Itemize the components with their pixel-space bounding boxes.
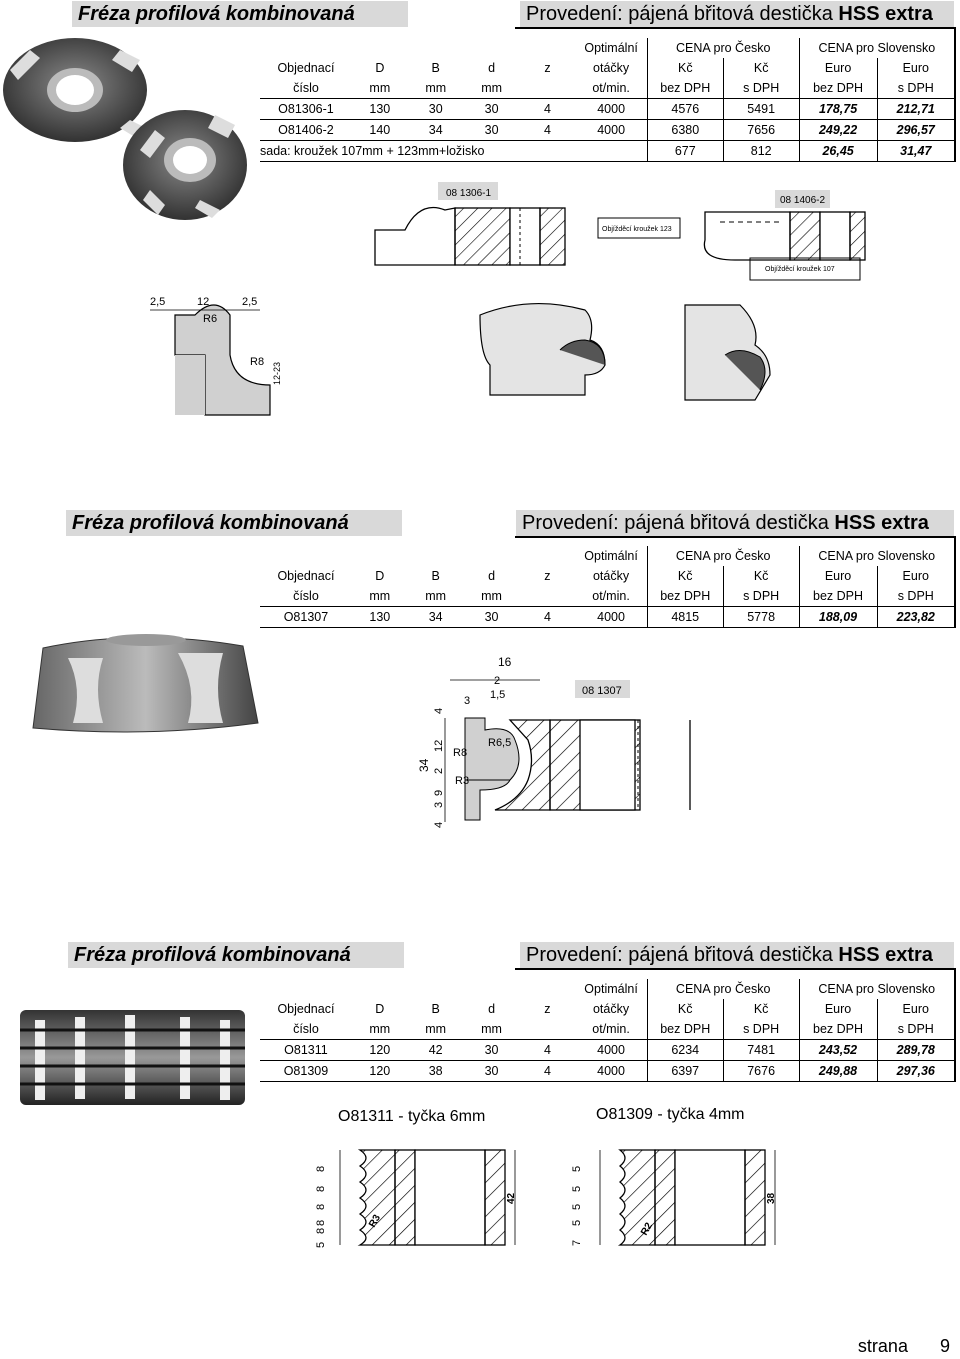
dim-38: 38 (766, 1192, 777, 1204)
dim-34: 34 (417, 758, 431, 772)
section1-profile-dims: 2,5 12 2,5 R6 R8 12-23 (150, 296, 282, 416)
dim-16: 16 (498, 655, 512, 669)
dim-4-top: 4 (433, 708, 445, 714)
dim-5: 5 (571, 1186, 583, 1192)
dim-r6: R6 (203, 313, 217, 325)
cutter-photo-3 (20, 1010, 245, 1105)
dim-2-side: 2 (433, 768, 445, 774)
dim-2-5-right: 2,5 (242, 296, 257, 308)
right-drawing-title: O81309 - tyčka 4mm (596, 1106, 745, 1123)
cutter-photo-1 (3, 38, 247, 220)
section1-rule (515, 27, 955, 29)
dim-12-23: 12-23 (272, 362, 282, 385)
section2-table: Optimální CENA pro Česko CENA pro Sloven… (260, 546, 956, 628)
section3-left-drawing: 8 8 8 8 8 5 R3 42 (315, 1149, 517, 1248)
dim-4-bottom: 4 (433, 822, 445, 828)
page-label: strana (857, 1336, 908, 1356)
cutter-photo-2 (32, 634, 259, 733)
section2-rule (515, 536, 955, 538)
dim-2: 2 (494, 675, 500, 687)
dim-5: 5 (571, 1220, 583, 1226)
drawing-code-2: 08 1406-2 (780, 195, 825, 206)
drawing-code-1307: 08 1307 (582, 685, 622, 697)
dim-5: 5 (315, 1242, 327, 1248)
drawing-code-1: 08 1306-1 (446, 188, 491, 199)
dim-5: 5 (571, 1204, 583, 1210)
dim-42: 42 (506, 1192, 517, 1204)
dim-8: 8 (315, 1228, 327, 1234)
dim-12: 12 (197, 296, 209, 308)
section2-drawing: 08 1307 16 2 1,5 3 4 12 R8 R6,5 34 2 R3 … (417, 655, 691, 828)
section3-table: Optimální CENA pro Česko CENA pro Sloven… (260, 979, 956, 1082)
dim-8: 8 (315, 1220, 327, 1226)
dim-r6-5: R6,5 (488, 737, 511, 749)
dim-9: 9 (433, 790, 445, 796)
page-footer: strana 9 (858, 1336, 950, 1357)
section1-cutter-drawing: 08 1306-1 Objížděcí kroužek 123 08 1406-… (374, 182, 866, 281)
dim-3: 3 (464, 695, 470, 707)
section1-provedeni: Provedení: pájená břitová destička HSS e… (520, 1, 954, 27)
section2-provedeni: Provedení: pájená břitová destička HSS e… (516, 510, 954, 536)
dim-r8: R8 (250, 356, 264, 368)
page-number: 9 (939, 1336, 950, 1356)
section3-rule (515, 968, 955, 970)
dim-2-5-left: 2,5 (150, 296, 165, 308)
dim-8: 8 (315, 1186, 327, 1192)
section2-title: Fréza profilová kombinovaná (66, 510, 402, 536)
dim-r3: R3 (455, 775, 469, 787)
dim-r8: R8 (453, 747, 467, 759)
section3-provedeni: Provedení: pájená břitová destička HSS e… (520, 942, 954, 968)
dim-12: 12 (433, 740, 445, 752)
dim-8: 8 (315, 1204, 327, 1210)
ring-107-label: Objížděcí kroužek 107 (765, 266, 835, 273)
section2-vrule (954, 536, 956, 626)
dim-8: 8 (315, 1166, 327, 1172)
section3-vrule (954, 968, 956, 1080)
section1-table: Optimální CENA pro Česko CENA pro Sloven… (260, 38, 956, 162)
section3-right-drawing: 5 5 5 5 7 R2 38 (571, 1149, 777, 1246)
section1-vrule (954, 27, 956, 157)
dim-1-5: 1,5 (490, 689, 505, 701)
ring-123-label: Objížděcí kroužek 123 (602, 226, 672, 233)
left-drawing-title: O81311 - tyčka 6mm (338, 1108, 486, 1125)
section1-title: Fréza profilová kombinovaná (72, 1, 408, 27)
dim-7: 7 (571, 1240, 583, 1246)
dim-5: 5 (571, 1166, 583, 1172)
dim-3-side: 3 (433, 802, 445, 808)
section1-wood-sketches (479, 302, 771, 401)
section3-title: Fréza profilová kombinovaná (68, 942, 404, 968)
